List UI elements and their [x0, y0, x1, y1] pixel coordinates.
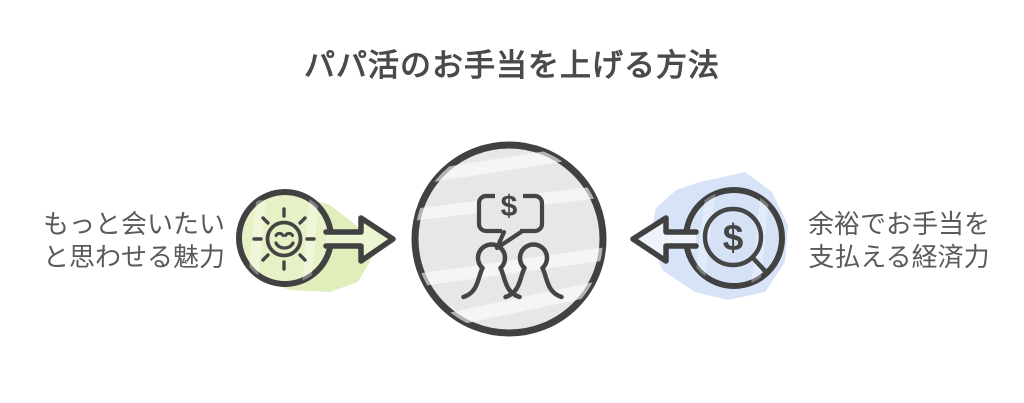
- right-factor-label-line1: 余裕でお手当を: [807, 209, 990, 239]
- arrow-right-icon: [323, 215, 396, 264]
- left-factor-label-line1: もっと会いたい: [42, 209, 225, 239]
- person-right-icon: [503, 242, 564, 300]
- right-factor-node: $: [630, 187, 785, 289]
- person-left-icon: [461, 242, 522, 300]
- right-factor-label: 余裕でお手当を 支払える経済力: [793, 208, 1005, 274]
- right-factor-label-line2: 支払える経済力: [808, 242, 990, 272]
- dollar-magnifier-icon: $: [702, 206, 769, 275]
- left-factor-node: [236, 189, 396, 287]
- center-node: $: [411, 141, 607, 337]
- coin-dollar-sign: $: [723, 217, 744, 258]
- bubble-dollar-sign: $: [501, 190, 518, 223]
- arrow-left-icon: [630, 215, 699, 264]
- left-factor-label-line2: と思わせる魅力: [42, 242, 225, 272]
- sun-rays: [252, 207, 316, 271]
- left-factor-label: もっと会いたい と思わせる魅力: [28, 208, 240, 274]
- smiling-sun-icon: [252, 207, 316, 271]
- page-title: パパ活のお手当を上げる方法: [304, 48, 720, 83]
- money-chat-icon: $: [461, 190, 564, 300]
